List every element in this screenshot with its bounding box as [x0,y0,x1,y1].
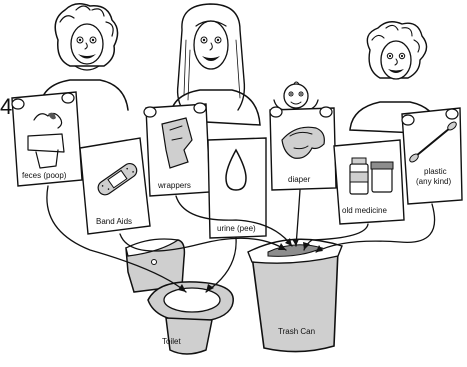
card-bandaids: Band Aids [80,138,150,234]
card-diaper: diaper [270,108,336,190]
label-wrappers: wrappers [157,181,191,190]
label-feces: feces (poop) [22,171,67,180]
label-bandaids: Band Aids [96,217,132,226]
label-medicine: old medicine [342,206,387,215]
label-trash-can: Trash Can [278,327,315,336]
trash-can: Trash Can [248,239,342,351]
card-wrappers: wrappers [146,104,210,196]
page-number: 4 [0,94,12,119]
toilet: Toilet [126,239,233,354]
card-medicine: old medicine [334,140,404,224]
baby [274,82,318,110]
label-toilet: Toilet [162,337,181,346]
label-plastic-line2: (any kind) [416,177,451,186]
label-urine: urine (pee) [217,224,256,233]
label-diaper: diaper [288,175,311,184]
label-plastic-line1: plastic [424,167,447,176]
